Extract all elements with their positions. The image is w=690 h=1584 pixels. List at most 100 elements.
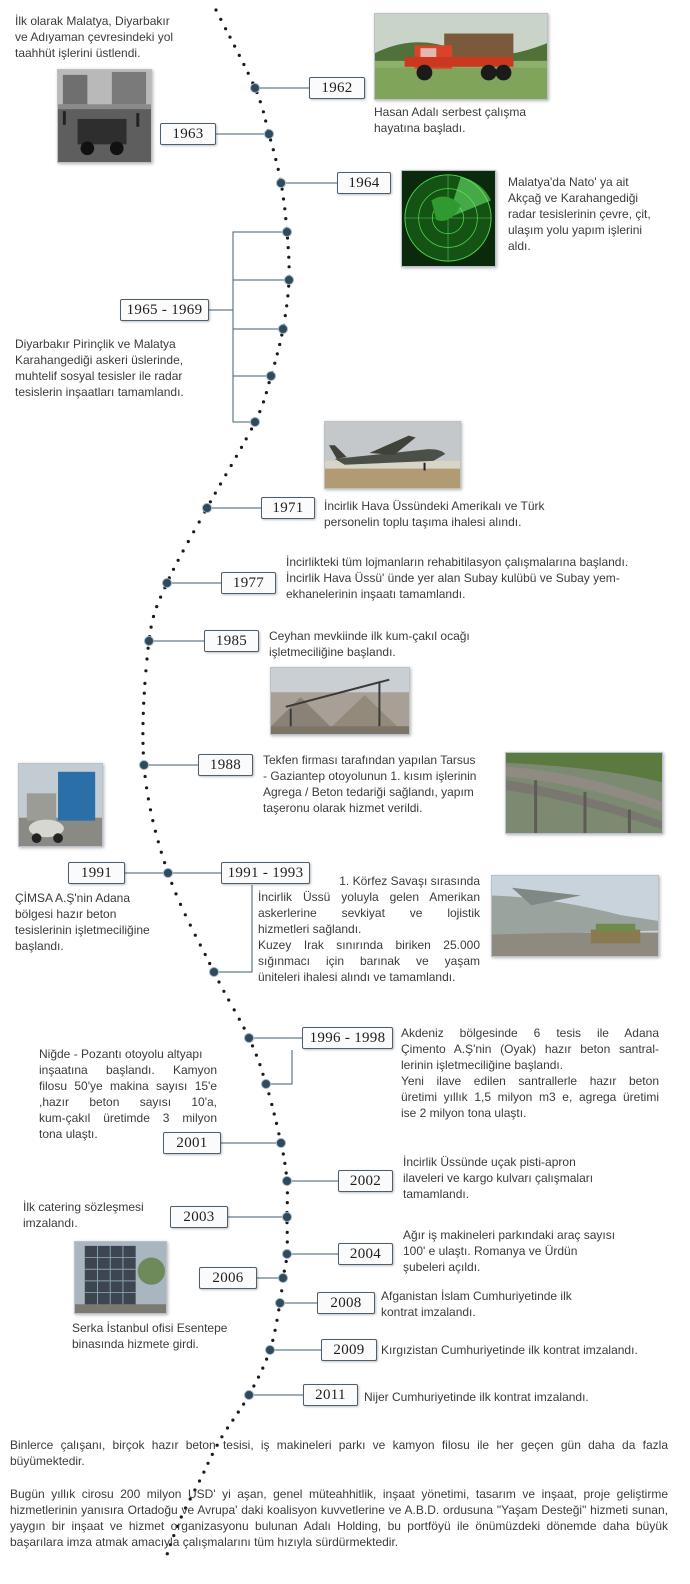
year-1985: 1985 [204,630,259,652]
timeline-dot [276,167,280,171]
radar-photo [401,170,496,267]
aircraft-cargo-photo [491,875,659,957]
timeline-dot [202,1470,206,1474]
timeline-dot [188,1497,192,1501]
timeline-dot [168,1543,173,1547]
timeline-dot [265,1357,269,1361]
timeline-dot [163,861,167,865]
timeline-node [202,503,212,513]
timeline-dot [171,567,176,571]
timeline-dot [284,217,288,221]
timeline-dot [254,1053,258,1057]
timeline-dot [242,1402,246,1406]
timeline-dot [233,44,237,48]
street-work-photo [57,69,152,163]
timeline-dot [156,840,160,844]
timeline-dot [165,1552,169,1556]
timeline-dot [145,657,149,661]
timeline-dot [183,913,187,917]
timeline-dot [142,691,146,695]
timeline-dot [237,1017,241,1021]
timeline-dot [277,1308,281,1312]
timeline-dot [215,1443,219,1447]
timeline-dot [197,1479,202,1483]
timeline-node [282,1249,292,1259]
timeline-dot [271,1338,275,1342]
timeline-dot [175,1524,179,1528]
text-1988: Tekfen firması tarafından yapılan Tarsus… [263,753,477,815]
timeline-node [144,636,154,646]
year-2011: 2011 [303,1384,358,1406]
timeline-dot [264,391,268,395]
text-2001: Niğde - Pozantı otoyolu altyapı inşaatın… [39,1047,217,1141]
timeline-dot [273,1328,277,1332]
timeline-dot [267,381,271,385]
timeline-dot [287,265,291,269]
timeline-dot [210,1452,214,1456]
timeline-dot [219,17,223,21]
timeline-dot [159,850,163,854]
timeline-dot [261,1366,265,1370]
timeline-dot [285,1230,289,1234]
timeline-dot [275,1318,279,1322]
timeline-dot [192,530,196,534]
timeline-dot [142,701,146,705]
timeline-dot [197,520,201,524]
timeline-node [244,1390,254,1400]
timeline-node [278,324,288,334]
timeline-dot [141,751,145,755]
timeline-node [261,1079,271,1089]
timeline-node [139,760,149,770]
timeline-dot [275,352,279,356]
timeline-dot [224,27,228,31]
timeline-node [278,1273,288,1283]
text-2011: Nijer Cumhuriyetinde ilk kontrat imzalan… [364,1390,589,1404]
timeline-dot [141,721,145,726]
timeline-dot [141,732,145,736]
timeline-dot [285,1240,289,1244]
timeline-dot [208,500,212,504]
timeline-dot [280,187,284,191]
timeline-dot [283,314,287,318]
timeline-dot [188,923,192,927]
timeline-dot [145,786,149,790]
timeline-dot [174,892,178,896]
timeline-dot [224,473,228,477]
year-1965-1969: 1965 - 1969 [120,299,209,321]
timeline-dot [146,797,150,801]
year-2006: 2006 [199,1267,257,1289]
quarry-photo [270,667,410,735]
year-2008: 2008 [317,1292,375,1314]
timeline-dot [176,558,180,562]
timeline-dot [231,1418,235,1422]
timeline-node [209,967,219,977]
year-1962: 1962 [309,77,365,99]
timeline-dot [283,1161,287,1165]
timeline-dot [274,157,278,162]
timeline-dot [203,952,207,957]
timeline-node [264,129,274,139]
timeline-dot [239,445,244,449]
year-1996-1998: 1996 - 1998 [302,1027,393,1049]
timeline-node [250,83,260,93]
timeline-dot [178,902,183,907]
timeline-dot [228,35,232,39]
timeline-dot [179,1515,183,1519]
timeline-node [275,1298,285,1308]
timeline-dot [286,246,290,250]
cargo-plane-photo [324,421,461,489]
timeline-node [282,1176,292,1186]
timeline-dot [250,1044,255,1048]
timeline-dot [270,1102,274,1107]
timeline-dot [153,829,157,833]
timeline-dot [283,207,287,211]
timeline-dot [141,711,145,716]
year-1963: 1963 [160,123,216,145]
timeline-node [284,275,294,285]
